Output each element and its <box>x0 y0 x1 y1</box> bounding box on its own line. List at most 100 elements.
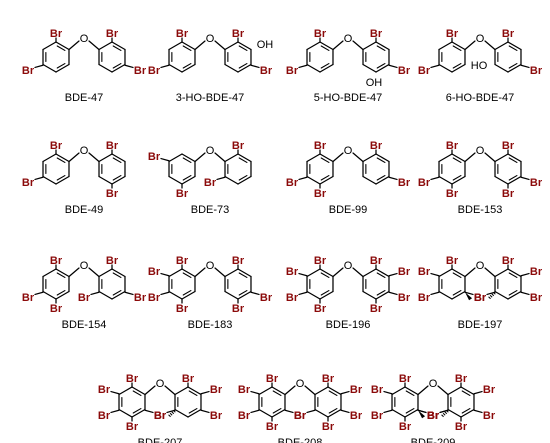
bromine-label: Br <box>418 266 431 278</box>
bromine-label: Br <box>398 292 411 304</box>
bromine-label: Br <box>266 421 279 433</box>
bromine-label: Br <box>182 373 195 385</box>
bromine-label: Br <box>232 255 245 267</box>
compound-name: BDE-197 <box>458 319 503 331</box>
ether-oxygen-label: O <box>80 145 89 157</box>
ether-oxygen-label: O <box>476 33 485 45</box>
bromine-label: Br <box>322 373 335 385</box>
bromine-label: Br <box>427 410 440 422</box>
compound-name: BDE-196 <box>326 319 371 331</box>
bromine-label: Br <box>371 410 384 422</box>
bromine-label: Br <box>446 188 459 200</box>
hydroxyl-label: OH <box>366 77 383 89</box>
bromine-label: Br <box>232 28 245 40</box>
bromine-label: Br <box>446 28 459 40</box>
bromine-label: Br <box>399 373 412 385</box>
compound-name: BDE-209 <box>411 437 456 443</box>
bromine-label: Br <box>176 28 189 40</box>
bromine-label: Br <box>260 65 273 77</box>
bromine-label: Br <box>502 255 515 267</box>
bromine-label: Br <box>398 65 411 77</box>
bromine-label: Br <box>370 28 383 40</box>
bromine-label: Br <box>176 303 189 315</box>
ether-oxygen-label: O <box>296 378 305 390</box>
compound-name: BDE-183 <box>188 319 233 331</box>
ether-oxygen-label: O <box>429 378 438 390</box>
compound-name: BDE-207 <box>138 437 183 443</box>
compound-name: BDE-154 <box>62 319 107 331</box>
ether-oxygen-label: O <box>156 378 165 390</box>
bromine-label: Br <box>314 255 327 267</box>
bromine-label: Br <box>474 292 487 304</box>
bromine-label: Br <box>98 410 111 422</box>
compound-name: 5-HO-BDE-47 <box>314 92 382 104</box>
bromine-label: Br <box>286 177 299 189</box>
bromine-label: Br <box>427 410 440 422</box>
bromine-label: Br <box>154 410 167 422</box>
bromine-label: Br <box>126 373 139 385</box>
bromine-label: Br <box>210 410 223 422</box>
bromine-label: Br <box>398 177 411 189</box>
bromine-label: Br <box>370 140 383 152</box>
ether-oxygen-label: O <box>206 33 215 45</box>
compound-name: 6-HO-BDE-47 <box>446 92 514 104</box>
bromine-label: Br <box>483 384 496 396</box>
bromine-label: Br <box>50 140 63 152</box>
bromine-label: Br <box>530 65 543 77</box>
bromine-label: Br <box>418 65 431 77</box>
bromine-label: Br <box>148 151 161 163</box>
ether-oxygen-label: O <box>476 260 485 272</box>
bromine-label: Br <box>314 28 327 40</box>
bromine-label: Br <box>418 177 431 189</box>
bromine-label: Br <box>474 292 487 304</box>
bromine-label: Br <box>266 373 279 385</box>
bromine-label: Br <box>530 177 543 189</box>
hydroxyl-label: OH <box>257 39 274 51</box>
bromine-label: Br <box>314 303 327 315</box>
bromine-label: Br <box>50 303 63 315</box>
ether-oxygen-label: O <box>80 33 89 45</box>
bromine-label: Br <box>106 28 119 40</box>
bromine-label: Br <box>134 292 147 304</box>
bromine-label: Br <box>483 410 496 422</box>
bromine-label: Br <box>22 65 35 77</box>
bromine-label: Br <box>427 410 440 422</box>
bromine-label: Br <box>418 292 431 304</box>
bromine-label: Br <box>350 384 363 396</box>
bromine-label: Br <box>154 410 167 422</box>
bromine-label: Br <box>204 177 217 189</box>
bromine-label: Br <box>126 421 139 433</box>
bromine-label: Br <box>286 292 299 304</box>
bromine-label: Br <box>502 188 515 200</box>
compound-name: BDE-153 <box>458 204 503 216</box>
bromine-label: Br <box>238 410 251 422</box>
compound-name: BDE-47 <box>65 92 104 104</box>
bromine-label: Br <box>148 292 161 304</box>
bromine-label: Br <box>446 255 459 267</box>
bromine-label: Br <box>398 266 411 278</box>
ether-oxygen-label: O <box>80 260 89 272</box>
bromine-label: Br <box>134 65 147 77</box>
bromine-label: Br <box>446 140 459 152</box>
bromine-label: Br <box>22 292 35 304</box>
bromine-label: Br <box>238 384 251 396</box>
bromine-label: Br <box>371 384 384 396</box>
ether-oxygen-label: O <box>476 145 485 157</box>
compound-name: BDE-49 <box>65 204 104 216</box>
bromine-label: Br <box>286 65 299 77</box>
bromine-label: Br <box>106 188 119 200</box>
bromine-label: Br <box>176 255 189 267</box>
compound-name: BDE-99 <box>329 204 368 216</box>
ether-oxygen-label: O <box>206 260 215 272</box>
